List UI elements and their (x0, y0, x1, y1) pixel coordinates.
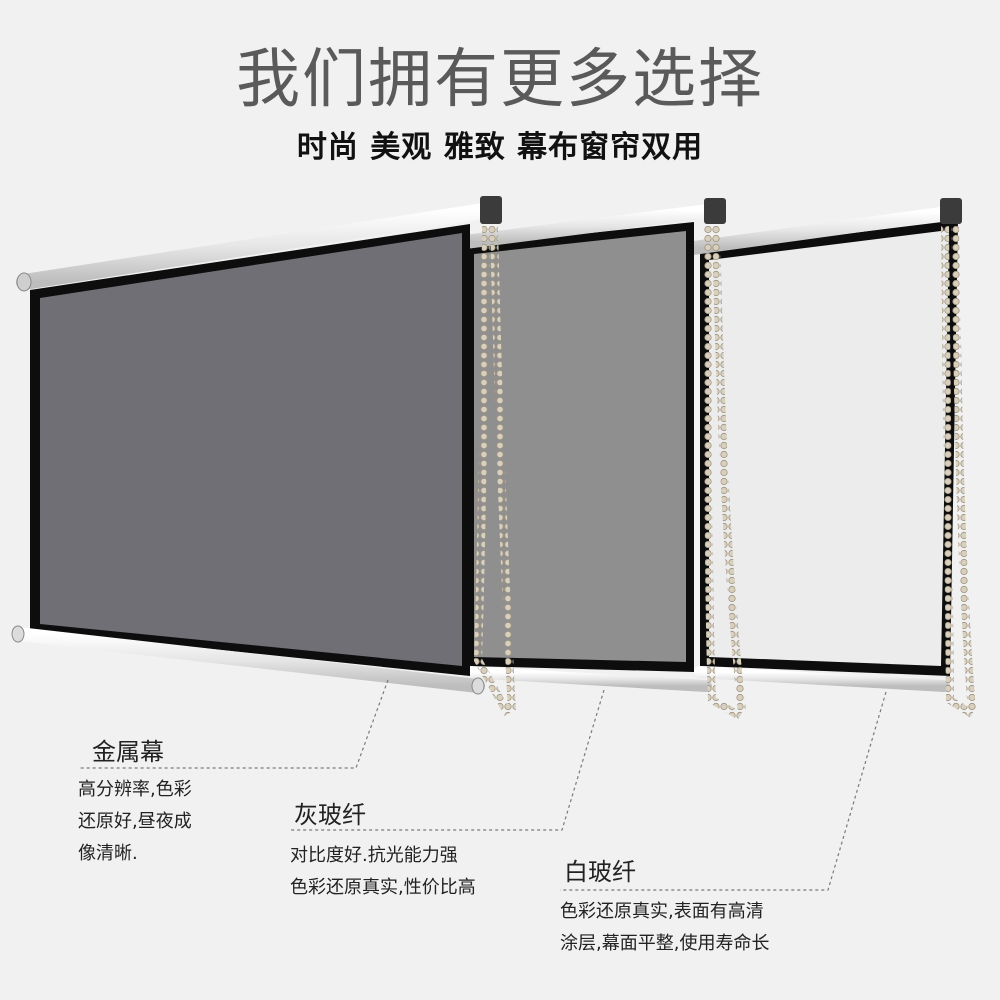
desc-line: 色彩还原真实,性价比高 (290, 877, 476, 898)
screen-white-fiberglass (686, 198, 976, 718)
leader-line-white (560, 691, 887, 891)
page-title: 我们拥有更多选择 (236, 43, 764, 117)
bead-chain-2b (704, 225, 742, 720)
bead-chain-3b (941, 225, 975, 718)
screen-metal (11, 196, 516, 716)
screen-surface-metal (40, 233, 462, 666)
top-roller-3 (686, 205, 962, 255)
bracket-3 (940, 198, 962, 224)
desc-line: 高分辨率,色彩 (78, 779, 192, 800)
desc-line: 像清晰. (78, 843, 138, 864)
product-desc-grey: 对比度好.抗光能力强 色彩还原真实,性价比高 (290, 840, 476, 904)
bottom-bar-1 (11, 627, 485, 693)
product-name-grey: 灰玻纤 (294, 801, 366, 829)
leader-lines (80, 679, 887, 891)
bead-chain-3 (951, 225, 976, 713)
leader-line-grey (290, 689, 605, 831)
product-name-white: 白玻纤 (564, 858, 636, 886)
screen-surface-grey (474, 231, 686, 662)
bracket-2 (704, 198, 726, 224)
desc-line: 对比度好.抗光能力强 (290, 845, 458, 866)
screen-surface-white (709, 230, 949, 666)
bead-chain-1b (473, 225, 512, 716)
top-roller-2 (458, 203, 723, 249)
desc-line: 色彩还原真实,表面有高清 (560, 901, 764, 922)
screen-grey-fiberglass (458, 198, 746, 720)
bottom-bar-2 (462, 666, 712, 692)
product-desc-white: 色彩还原真实,表面有高清 涂层,幕面平整,使用寿命长 (560, 896, 769, 960)
page-subtitle: 时尚 美观 雅致 幕布窗帘双用 (296, 130, 704, 165)
bead-chain-2 (712, 225, 746, 713)
bracket-1 (480, 196, 502, 224)
product-desc-metal: 高分辨率,色彩 还原好,昼夜成 像清晰. (78, 774, 192, 870)
desc-line: 涂层,幕面平整,使用寿命长 (560, 933, 770, 954)
bead-chain-1 (490, 225, 516, 713)
desc-line: 还原好,昼夜成 (78, 811, 192, 832)
top-roller-1 (16, 202, 498, 290)
leader-line-metal (80, 679, 389, 769)
product-name-metal: 金属幕 (92, 738, 164, 766)
